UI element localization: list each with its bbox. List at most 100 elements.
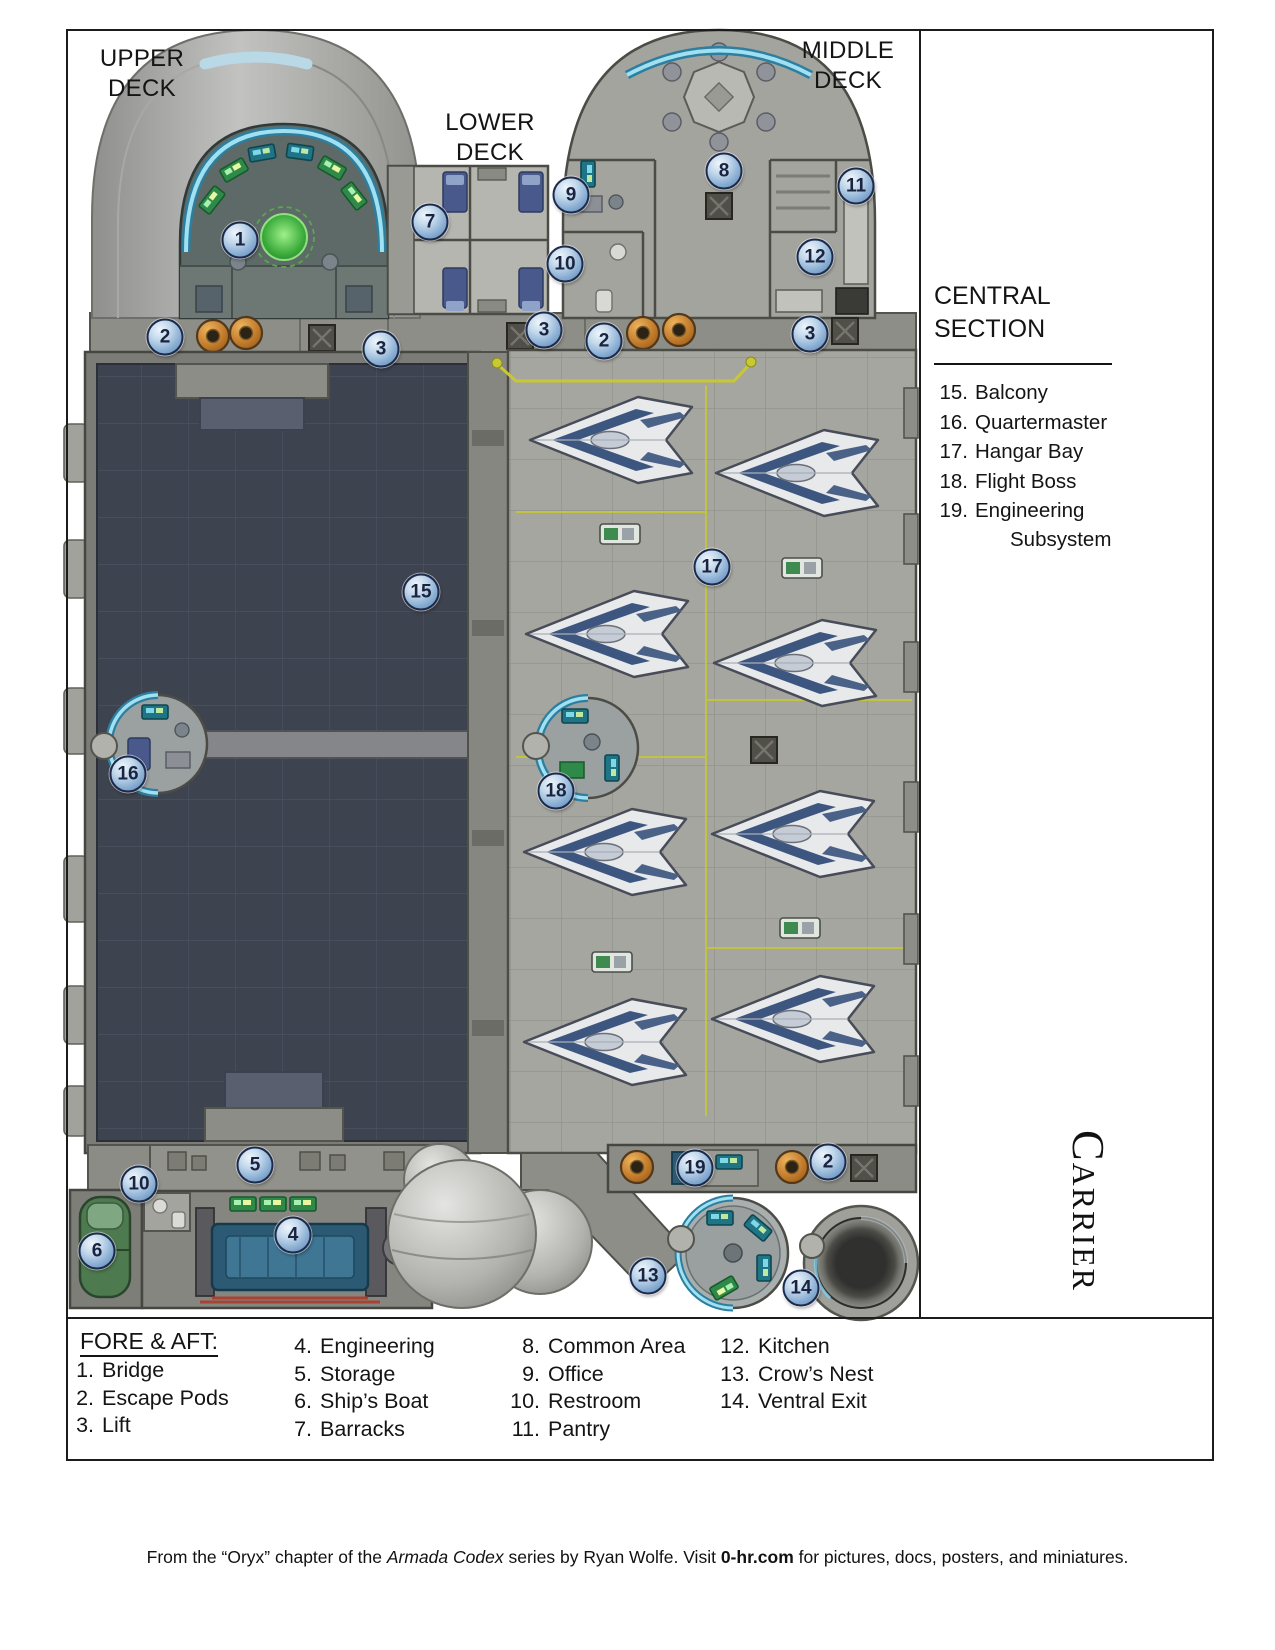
item-label: Bridge <box>102 1358 165 1382</box>
badge-lift-upper: 3 <box>362 330 400 368</box>
item-number: 19. <box>939 499 969 522</box>
badge-balcony: 15 <box>402 573 440 611</box>
balcony-art <box>83 350 482 1155</box>
legend-item-crows-nest: 13. Crow’s Nest <box>716 1361 874 1390</box>
escape-pod-icon <box>228 315 264 351</box>
upper-deck-art <box>91 28 421 354</box>
item-label: Engineering <box>975 499 1085 522</box>
item-label: Ventral Exit <box>758 1389 867 1413</box>
footer-text: From the “Oryx” chapter of the <box>146 1547 387 1567</box>
badge-barracks: 7 <box>411 203 449 241</box>
airlock-hatch-icon <box>799 1233 825 1259</box>
upper-deck-label: UPPER DECK <box>99 45 185 102</box>
badge-ships-boat: 6 <box>78 1232 116 1270</box>
central-wall <box>467 351 509 1154</box>
item-number: 8. <box>522 1334 540 1358</box>
item-number: 13. <box>720 1361 750 1386</box>
hatch-icon <box>704 191 734 221</box>
item-number: 12. <box>720 1334 750 1358</box>
legend-column-3: 8.Common Area 9. Office 10.Restroom 11.Pa… <box>508 1334 685 1444</box>
badge-lift-center: 3 <box>525 311 563 349</box>
airlock-hatch-icon <box>90 732 118 760</box>
hatch-icon <box>849 1153 879 1183</box>
legend-item-engineering-subsystem-line2: Subsystem <box>1010 527 1112 551</box>
legend-item-kitchen: 12. Kitchen <box>716 1334 874 1362</box>
item-label: Flight Boss <box>975 469 1077 493</box>
item-label: Kitchen <box>758 1334 830 1358</box>
service-cart <box>591 951 633 973</box>
badge-crows-nest: 13 <box>629 1257 667 1295</box>
legend-item-restroom: 10.Restroom <box>508 1389 685 1417</box>
service-cart <box>599 523 641 545</box>
legend-item-quartermaster: 16. Quartermaster <box>934 411 1196 435</box>
badge-engineering: 4 <box>274 1216 312 1254</box>
central-section-legend: CENTRAL SECTION 15. Balcony 16. Quarterm… <box>934 280 1196 552</box>
legend-item-storage: 5.Storage <box>282 1362 435 1390</box>
item-number: 9. <box>522 1361 540 1386</box>
badge-lift-middle-right: 3 <box>791 315 829 353</box>
badge-ventral-exit: 14 <box>782 1269 820 1307</box>
escape-pod-icon <box>774 1149 810 1185</box>
item-number: 17. <box>939 440 969 463</box>
item-label: Office <box>548 1361 604 1386</box>
footer-website: 0-hr.com <box>720 1547 794 1567</box>
item-label: Crow’s Nest <box>758 1361 874 1386</box>
item-number: 14. <box>720 1389 750 1413</box>
badge-flight-boss: 18 <box>537 772 575 810</box>
divider <box>934 363 1112 365</box>
badge-office: 9 <box>552 176 590 214</box>
item-label: Quartermaster <box>975 410 1108 434</box>
airlock-hatch-icon <box>667 1225 695 1253</box>
badge-common-area: 8 <box>705 152 743 190</box>
item-number: 7. <box>294 1416 312 1441</box>
escape-pod-icon <box>661 312 697 348</box>
service-cart <box>779 917 821 939</box>
item-label: Hangar Bay <box>975 440 1084 463</box>
badge-restroom-aft: 10 <box>120 1165 158 1203</box>
legend-item-office: 9. Office <box>508 1362 685 1390</box>
badge-escape-pods-middle: 2 <box>585 322 623 360</box>
legend-item-engineering: 4.Engineering <box>282 1334 435 1362</box>
item-number: 1. <box>76 1358 94 1382</box>
item-number: 18. <box>939 469 969 493</box>
item-label: Lift <box>102 1413 131 1437</box>
item-number: 5. <box>294 1361 312 1386</box>
escape-pod-icon <box>195 318 231 354</box>
legend-item-lift: 3.Lift <box>64 1413 229 1441</box>
item-number: 11. <box>511 1416 540 1441</box>
item-label: Escape Pods <box>102 1385 229 1410</box>
legend-item-balcony: 15. Balcony <box>934 381 1196 405</box>
legend-item-ventral-exit: 14. Ventral Exit <box>716 1389 874 1417</box>
footer-credit: From the “Oryx” chapter of the Armada Co… <box>0 1547 1275 1568</box>
item-label: Engineering <box>320 1334 435 1358</box>
item-label: Barracks <box>320 1416 405 1441</box>
item-label: Restroom <box>548 1389 642 1413</box>
legend-item-engineering-subsystem: 19. Engineering <box>934 499 1196 523</box>
legend-item-pantry: 11.Pantry <box>508 1417 685 1445</box>
legend-item-flight-boss: 18. Flight Boss <box>934 470 1196 494</box>
item-number: 15. <box>939 381 969 404</box>
hangar-art <box>491 348 919 1155</box>
legend-item-bridge: 1. Bridge <box>64 1358 229 1386</box>
legend-item-barracks: 7. Barracks <box>282 1417 435 1445</box>
badge-escape-pods-upper: 2 <box>146 318 184 356</box>
escape-pod-icon <box>625 315 661 351</box>
fuel-spheres <box>387 1143 593 1309</box>
lower-deck-label: LOWER DECK <box>445 109 535 166</box>
poster-frame <box>66 29 1214 1461</box>
item-number: 2. <box>76 1385 94 1410</box>
item-label: Ship’s Boat <box>320 1389 429 1413</box>
escape-pod-icon <box>619 1149 655 1185</box>
footer-series-name: Armada Codex <box>386 1547 504 1567</box>
badge-kitchen: 12 <box>796 238 834 276</box>
badge-escape-pods-aft: 2 <box>809 1143 847 1181</box>
legend-item-escape-pods: 2. Escape Pods <box>64 1386 229 1414</box>
legend-item-common-area: 8.Common Area <box>508 1334 685 1362</box>
legend-item-ships-boat: 6.Ship’s Boat <box>282 1389 435 1417</box>
fore-aft-title: FORE & AFT: <box>80 1328 219 1354</box>
badge-bridge: 1 <box>221 221 259 259</box>
legend-column-4: 12. Kitchen 13. Crow’s Nest 14. Ventral Exi… <box>716 1334 874 1417</box>
central-section-title: CENTRAL SECTION <box>934 282 1050 343</box>
aft-section-art <box>606 1143 920 1322</box>
